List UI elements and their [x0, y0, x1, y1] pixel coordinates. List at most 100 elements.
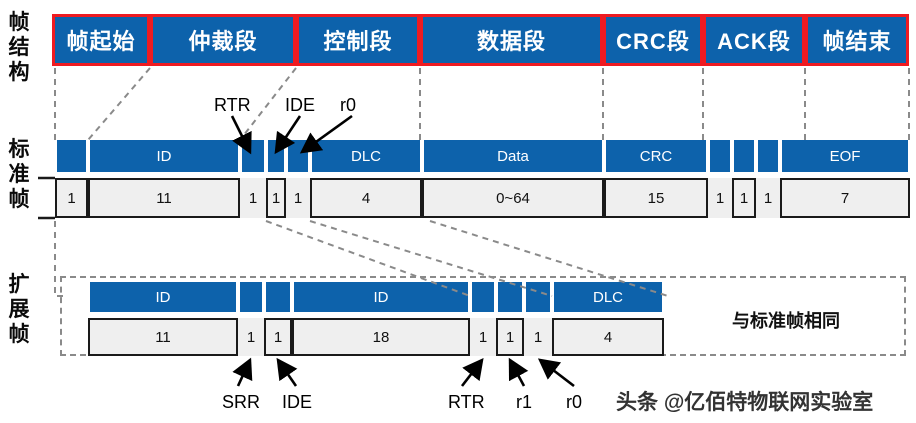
std-bits-data: 0~64 [422, 178, 604, 218]
row-label-char: 结 [8, 36, 30, 59]
std-name-label: Data [497, 147, 529, 165]
annotation-r0-extended: r0 [566, 392, 583, 412]
std-bits-sof: 1 [55, 178, 88, 218]
ext-name-label: ID [155, 288, 171, 306]
ext-bits-value: 1 [246, 328, 256, 346]
std-bits-ide: 1 [266, 178, 286, 218]
structure-segment-arbitration: 仲裁段 [150, 14, 296, 66]
std-name-id: ID [88, 140, 240, 172]
ext-name-rtr [470, 282, 496, 312]
ext-name-dlc: DLC [552, 282, 664, 312]
annotation-rtr-standard: RTR [214, 95, 251, 115]
std-bits-value: 0~64 [496, 189, 530, 207]
structure-segment-label: ACK段 [717, 29, 791, 54]
std-name-label: EOF [829, 147, 861, 165]
standard-frame-bracket [38, 176, 55, 220]
std-bits-eof: 7 [780, 178, 910, 218]
annotation-ide-extended: IDE [282, 392, 313, 412]
structure-segment-crc: CRC段 [603, 14, 703, 66]
row-label-frame-structure: 帧 结 构 [2, 10, 36, 85]
std-bits-value: 15 [647, 189, 665, 207]
row-label-char: 标 [8, 138, 30, 161]
ext-name-label: ID [373, 288, 389, 306]
std-name-label: DLC [350, 147, 381, 165]
annotation-rtr-extended: RTR [448, 392, 485, 412]
row-label-char: 准 [8, 163, 30, 186]
row-label-char: 扩 [8, 273, 30, 296]
same-as-standard-frame-note: 与标准帧相同 [732, 311, 840, 331]
std-bits-value: 1 [248, 189, 258, 207]
ext-bits-value: 11 [155, 328, 171, 346]
structure-segment-sof: 帧起始 [52, 14, 150, 66]
ext-bits-value: 1 [273, 328, 283, 346]
std-name-r0 [286, 140, 310, 172]
structure-segment-label: 数据段 [476, 29, 546, 54]
std-bits-value: 1 [293, 189, 303, 207]
structure-segment-label: CRC段 [616, 29, 690, 54]
ext-bits-value: 1 [505, 328, 515, 346]
std-name-eof: EOF [780, 140, 910, 172]
ext-name-label: DLC [592, 288, 623, 306]
row-label-char: 展 [8, 298, 30, 321]
extended-annotation-arrows [232, 357, 575, 388]
ext-bits-r1: 1 [496, 318, 524, 356]
structure-segment-label: 仲裁段 [188, 29, 258, 54]
std-name-sof [55, 140, 88, 172]
ext-bits-id-base: 11 [88, 318, 238, 356]
std-name-ack-delim [756, 140, 780, 172]
structure-segment-data: 数据段 [420, 14, 603, 66]
row-label-char: 构 [8, 61, 30, 84]
std-name-rtr [240, 140, 266, 172]
std-bits-crc-delim: 1 [708, 178, 732, 218]
std-bits-value: 1 [271, 189, 281, 207]
std-bits-value: 7 [840, 189, 850, 207]
structure-segment-ack: ACK段 [703, 14, 805, 66]
std-bits-r0: 1 [286, 178, 310, 218]
std-bits-rtr: 1 [240, 178, 266, 218]
annotation-srr-extended: SRR [222, 392, 261, 412]
std-name-label: CRC [639, 147, 673, 165]
structure-segment-eof: 帧结束 [805, 14, 909, 66]
row-label-extended-frame: 扩 展 帧 [2, 272, 36, 347]
annotation-r1-extended: r1 [516, 392, 533, 412]
ext-bits-value: 1 [533, 328, 543, 346]
std-bits-ack-slot: 1 [732, 178, 756, 218]
ext-name-ide [264, 282, 292, 312]
row-label-char: 帧 [8, 323, 30, 346]
ext-bits-value: 1 [478, 328, 488, 346]
std-bits-ack-delim: 1 [756, 178, 780, 218]
annotation-ide-standard: IDE [285, 95, 316, 115]
ext-bits-r0: 1 [524, 318, 552, 356]
std-name-crc: CRC [604, 140, 708, 172]
ext-bits-value: 4 [603, 328, 613, 346]
structure-segment-label: 帧结束 [822, 29, 892, 54]
std-name-crc-delim [708, 140, 732, 172]
ext-bits-rtr: 1 [470, 318, 496, 356]
std-bits-crc: 15 [604, 178, 708, 218]
structure-segment-label: 控制段 [323, 29, 393, 54]
ext-bits-value: 18 [372, 328, 390, 346]
std-name-dlc: DLC [310, 140, 422, 172]
std-bits-value: 4 [361, 189, 371, 207]
ext-bits-dlc: 4 [552, 318, 664, 356]
ext-name-id-ext: ID [292, 282, 470, 312]
row-label-char: 帧 [8, 11, 30, 34]
ext-name-id-base: ID [88, 282, 238, 312]
std-bits-dlc: 4 [310, 178, 422, 218]
row-label-char: 帧 [8, 188, 30, 211]
ext-name-r0 [524, 282, 552, 312]
std-bits-value: 1 [67, 189, 76, 207]
row-label-standard-frame: 标 准 帧 [2, 137, 36, 212]
std-bits-value: 1 [715, 189, 725, 207]
std-bits-value: 1 [763, 189, 773, 207]
ext-name-srr [238, 282, 264, 312]
ext-bits-id-ext: 18 [292, 318, 470, 356]
std-bits-value: 11 [156, 189, 172, 207]
std-bits-id: 11 [88, 178, 240, 218]
std-name-ack-slot [732, 140, 756, 172]
std-name-ide [266, 140, 286, 172]
annotation-r0-standard: r0 [340, 95, 357, 115]
ext-bits-srr: 1 [238, 318, 264, 356]
std-name-data: Data [422, 140, 604, 172]
